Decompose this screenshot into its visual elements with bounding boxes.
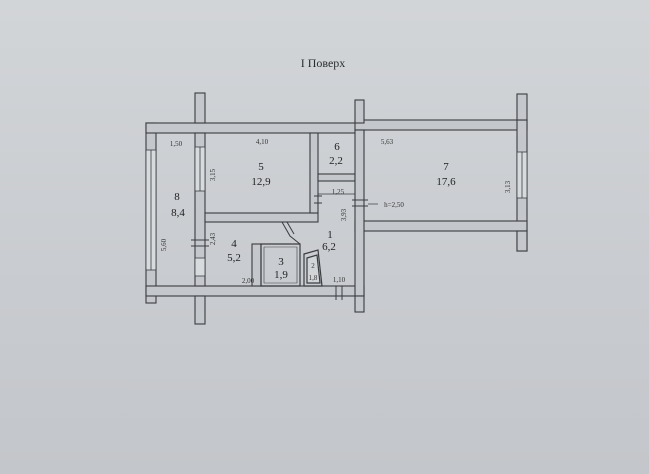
room-6-number: 6 <box>334 141 340 153</box>
room-4-number: 4 <box>231 238 237 250</box>
dimension-ticks <box>318 193 378 205</box>
doors <box>191 195 368 300</box>
dimension-labels: 1,50 4,10 5,63 3,15 5,60 2,43 2,00 1,25 … <box>160 138 512 285</box>
dim-2-43: 2,43 <box>209 232 217 245</box>
room-7-number: 7 <box>443 161 449 173</box>
room-2-number: 2 <box>311 262 315 270</box>
dim-5-63: 5,63 <box>381 138 394 146</box>
dim-1-10: 1,10 <box>333 276 346 284</box>
wall-stubs <box>194 92 528 325</box>
dim-3-13: 3,13 <box>504 180 512 193</box>
dim-1-25: 1,25 <box>332 188 345 196</box>
room-2-area: 1,8 <box>309 274 318 282</box>
room-3-area: 1,9 <box>274 269 288 281</box>
dim-5-60: 5,60 <box>160 238 168 251</box>
dim-1-50: 1,50 <box>170 140 183 148</box>
small-rooms <box>260 243 323 287</box>
room-5-area: 12,9 <box>251 176 271 188</box>
room-labels: 8 8,4 5 12,9 6 2,2 7 17,6 1 6,2 4 5,2 3 … <box>171 141 456 282</box>
room-8-area: 8,4 <box>171 207 185 219</box>
dim-3-93: 3,93 <box>340 208 348 221</box>
room-8-number: 8 <box>174 191 180 203</box>
room-4-area: 5,2 <box>227 252 241 264</box>
plan-title: І Поверх <box>301 56 346 70</box>
dim-2-00: 2,00 <box>242 277 255 285</box>
dim-4-10: 4,10 <box>256 138 269 146</box>
dim-3-15: 3,15 <box>209 168 217 181</box>
windows <box>145 146 528 277</box>
room-3-number: 3 <box>278 256 284 268</box>
room-7-area: 17,6 <box>436 176 456 188</box>
room-5-number: 5 <box>258 161 264 173</box>
room-1-area: 6,2 <box>322 241 336 253</box>
room-1-number: 1 <box>327 229 333 241</box>
height-note: h=2,50 <box>384 201 404 209</box>
room-6-area: 2,2 <box>329 155 343 167</box>
